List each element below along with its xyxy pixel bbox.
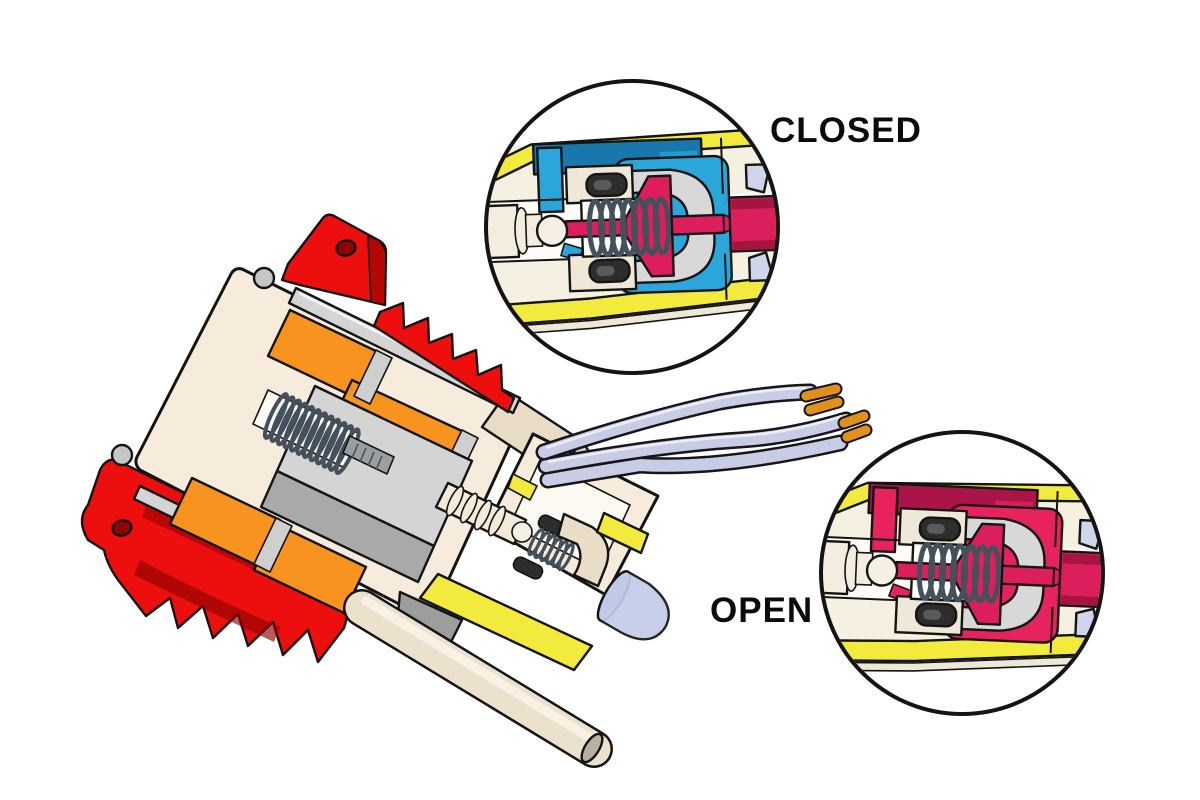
- nose-guide-cup: [556, 512, 610, 588]
- callout-closed-ring: [484, 79, 780, 375]
- pivot-pin-top: [252, 266, 276, 290]
- valve-nose: [418, 432, 660, 672]
- wire-3: [542, 437, 846, 486]
- seat-seal-lower: [418, 572, 594, 672]
- seat-seal-upper: [595, 511, 650, 555]
- nose-seal-lower: [512, 556, 544, 580]
- translucent-cap: [596, 570, 670, 641]
- callout-open-ring: [819, 430, 1105, 716]
- wire-tips: [799, 382, 873, 444]
- callout-closed: [484, 79, 780, 375]
- outlet-tube: [343, 589, 613, 768]
- tube-end: [580, 732, 604, 764]
- pivot-pin-bottom: [110, 443, 134, 467]
- callout-open: [819, 430, 1105, 716]
- housing-hole: [111, 519, 133, 537]
- armature-spring: [252, 389, 395, 476]
- top-serrated-ridge: [372, 301, 516, 414]
- bobbin-flange-2: [253, 517, 293, 573]
- main-assembly: [80, 213, 873, 768]
- label-open: OPEN: [710, 591, 813, 630]
- lead-wires: [535, 382, 873, 489]
- pilot-spring: [527, 527, 575, 572]
- wire-exit-seal: [507, 473, 538, 501]
- label-closed: CLOSED: [770, 111, 922, 150]
- solenoid-top-bracket: [280, 213, 388, 307]
- wire-1: [538, 386, 816, 458]
- wire-2: [540, 414, 852, 472]
- ribbed-inlet-fitting: [434, 481, 533, 546]
- threaded-stud: [342, 435, 395, 475]
- bobbin-flange-1: [353, 349, 393, 405]
- bracket-hole: [335, 239, 357, 257]
